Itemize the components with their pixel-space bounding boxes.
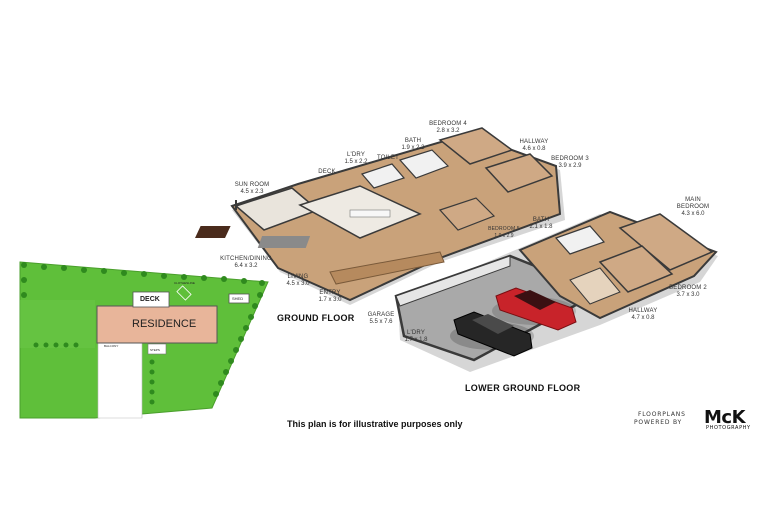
room-name: BATH <box>532 217 550 223</box>
site-deck-label: DECK <box>140 296 160 303</box>
black-car <box>450 311 534 357</box>
laundry-floor <box>360 163 406 189</box>
room-name: BEDROOM 4 <box>429 121 467 127</box>
room-dims: 1.9 x 2.2 <box>401 145 425 151</box>
shed-block <box>228 293 250 304</box>
room-dims: 2.1 x 1.8 <box>529 224 553 230</box>
kitchen-bench <box>349 209 391 218</box>
room-name: DECK <box>318 169 336 175</box>
lower-bath-floor <box>554 225 606 255</box>
room-name: ENTRY <box>319 290 341 296</box>
disclaimer-note: This plan is for illustrative purposes o… <box>287 419 463 429</box>
room-dims: 4.7 x 0.8 <box>631 315 655 321</box>
room-dims: 1.7 x 3.0 <box>318 297 342 303</box>
dining-table <box>195 226 231 238</box>
room-name: MAIN BEDROOM <box>676 197 710 210</box>
bedroom3-floor <box>484 153 554 193</box>
room-dims: 1.5 x 2.2 <box>344 159 368 165</box>
room-name: HALLWAY <box>519 139 549 145</box>
room-name: BATH <box>404 138 422 144</box>
room-name: KITCHEN/DINING <box>220 256 272 262</box>
residence-label: RESIDENCE <box>132 318 197 330</box>
hedge-top <box>21 262 265 286</box>
room-name: SUN ROOM <box>234 182 270 188</box>
hedge-left <box>21 277 79 348</box>
room-name: LIVING <box>287 274 309 280</box>
balcony-label: BALCONY <box>104 344 119 348</box>
room-name: BEDROOM 2 <box>669 285 707 291</box>
bedroom5-floor <box>438 197 496 231</box>
room-dims: 2.8 x 3.2 <box>436 128 460 134</box>
label-deck: DECK <box>318 169 335 176</box>
room-dims: 6.4 x 3.2 <box>234 263 258 269</box>
bath-floor <box>398 149 450 179</box>
room-name: HALLWAY <box>628 308 658 314</box>
lower-ground-floor-title: LOWER GROUND FLOOR <box>465 383 581 393</box>
room-name: GARAGE <box>367 312 395 318</box>
room-dims: 1.9 x 2.9 <box>494 233 514 239</box>
steps-block <box>147 343 167 355</box>
logo-line1: FLOORPLANS <box>638 411 686 418</box>
room-dims: 4.3 x 6.0 <box>681 211 705 217</box>
deck-block <box>132 291 170 308</box>
logo-brand: McK <box>704 407 746 428</box>
logo-sub: PHOTOGRAPHY <box>706 425 751 431</box>
room-name: L'DRY <box>406 330 426 336</box>
garage-wall <box>395 255 511 307</box>
path <box>20 300 95 348</box>
room-dims: 5.5 x 7.6 <box>369 319 393 325</box>
room-name: BEDROOM 5 <box>488 226 520 232</box>
shed-label: SHED <box>232 296 244 301</box>
label-toilet: TOILET <box>377 155 399 162</box>
room-name: TOILET <box>376 155 400 161</box>
residence-block <box>96 305 218 344</box>
room-name: L'DRY <box>346 152 366 158</box>
ground-floor-title: GROUND FLOOR <box>277 313 355 323</box>
bedroom4-floor <box>438 127 514 165</box>
room-dims: 4.5 x 3.0 <box>286 281 310 287</box>
brand-logo: FLOORPLANS POWERED BY McK PHOTOGRAPHY <box>632 407 758 434</box>
hedge-right <box>213 292 263 397</box>
lower-hallway-floor <box>569 267 621 305</box>
hedge-driveway <box>149 359 155 405</box>
room-name: BEDROOM 3 <box>551 156 589 162</box>
bedroom2-floor <box>598 245 674 293</box>
clothesline-label: CLOTHESLINE <box>174 281 195 285</box>
logo-line2: POWERED BY <box>634 419 683 426</box>
ground-deck <box>329 251 445 285</box>
sofa <box>257 236 311 248</box>
room-dims: 1.7 x 1.8 <box>404 337 428 343</box>
room-dims: 4.5 x 2.3 <box>240 189 264 195</box>
steps-label: STEPS <box>150 348 160 352</box>
clothesline-mark <box>176 285 192 301</box>
room-dims: 3.9 x 2.9 <box>558 163 582 169</box>
red-car <box>492 287 577 331</box>
room-dims: 4.6 x 0.8 <box>522 146 546 152</box>
room-dims: 3.7 x 3.0 <box>676 292 700 298</box>
